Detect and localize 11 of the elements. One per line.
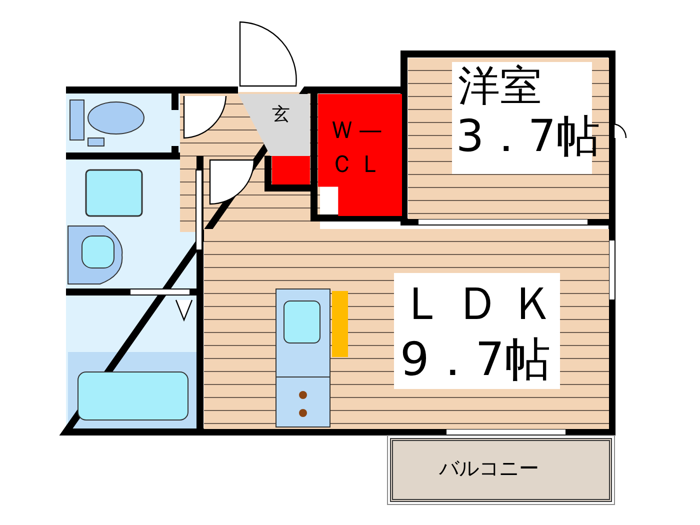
room-size: 3．7帖 bbox=[456, 114, 600, 160]
closet-area bbox=[318, 94, 402, 216]
room-name: ＬＤＫ bbox=[400, 279, 566, 328]
room-name: Ｗ—ＣＬ bbox=[330, 115, 388, 180]
room-name: 玄 bbox=[272, 106, 290, 125]
room-size: 9．7帖 bbox=[400, 335, 551, 384]
room-name: バルコニー bbox=[439, 458, 539, 479]
room-name: 洋室 bbox=[458, 64, 542, 108]
bedroom-area bbox=[408, 58, 609, 219]
living-room-area bbox=[204, 229, 609, 429]
balcony-area bbox=[390, 438, 612, 502]
